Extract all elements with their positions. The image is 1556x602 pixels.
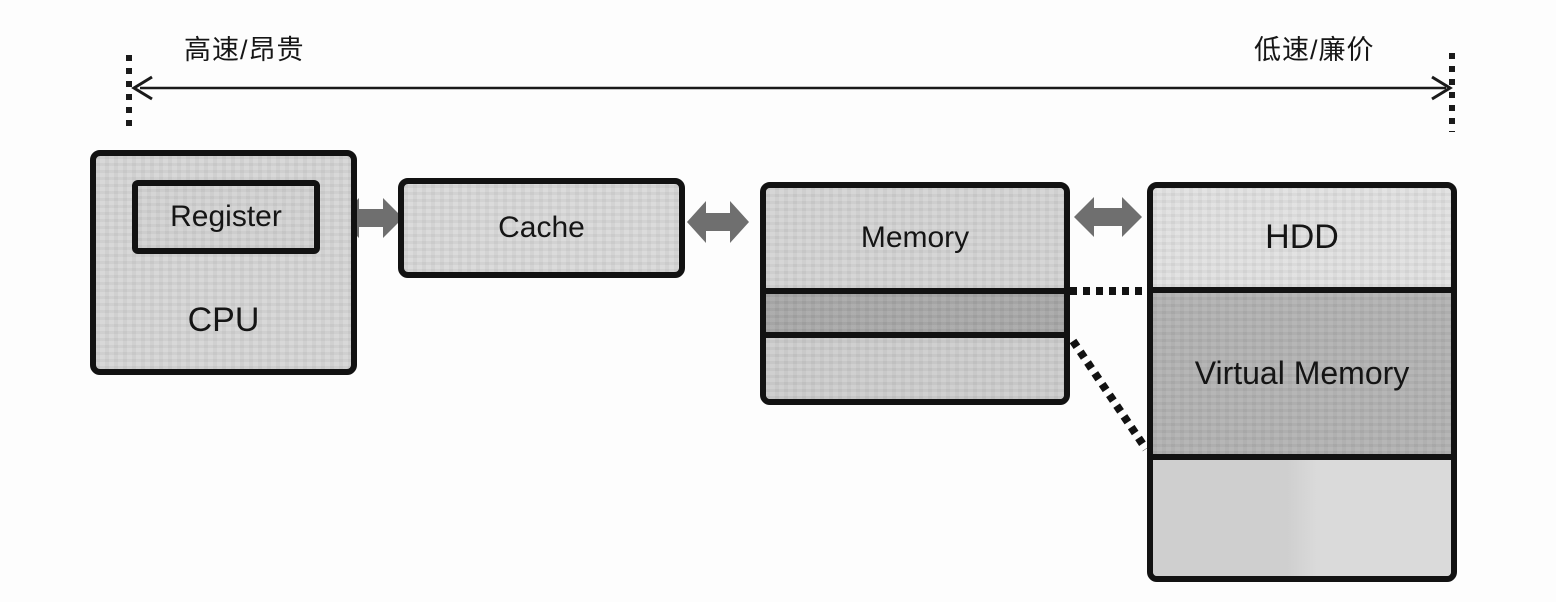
cache-box: Cache bbox=[398, 178, 685, 278]
register-box: Register bbox=[132, 180, 320, 254]
axis-label-slow-cheap: 低速/廉价 bbox=[1254, 35, 1375, 65]
page-mapping-dotted-line-bottom bbox=[1069, 338, 1150, 452]
cpu-box: Register CPU bbox=[90, 150, 357, 375]
speed-axis-right-arrowhead-icon bbox=[1431, 75, 1453, 101]
memory-top-section: Memory bbox=[766, 188, 1064, 288]
memory-hdd-arrow-icon bbox=[1074, 197, 1142, 237]
hdd-label: HDD bbox=[1265, 218, 1339, 256]
memory-bottom-section bbox=[766, 338, 1064, 399]
hdd-bottom-section bbox=[1153, 460, 1451, 576]
memory-box: Memory bbox=[760, 182, 1070, 405]
virtual-memory-section: Virtual Memory bbox=[1153, 287, 1451, 460]
speed-axis-left-arrowhead-icon bbox=[131, 75, 153, 101]
hdd-box: HDD Virtual Memory bbox=[1147, 182, 1457, 582]
register-label: Register bbox=[170, 200, 282, 233]
cpu-label: CPU bbox=[187, 301, 260, 339]
memory-label: Memory bbox=[860, 221, 970, 254]
axis-label-fast-expensive: 高速/昂贵 bbox=[184, 35, 305, 65]
memory-swapped-page-band bbox=[766, 288, 1064, 338]
hdd-top-section: HDD bbox=[1153, 188, 1451, 287]
cache-memory-arrow-icon bbox=[687, 201, 749, 243]
cache-label: Cache bbox=[498, 211, 585, 244]
virtual-memory-label: Virtual Memory bbox=[1194, 355, 1410, 391]
